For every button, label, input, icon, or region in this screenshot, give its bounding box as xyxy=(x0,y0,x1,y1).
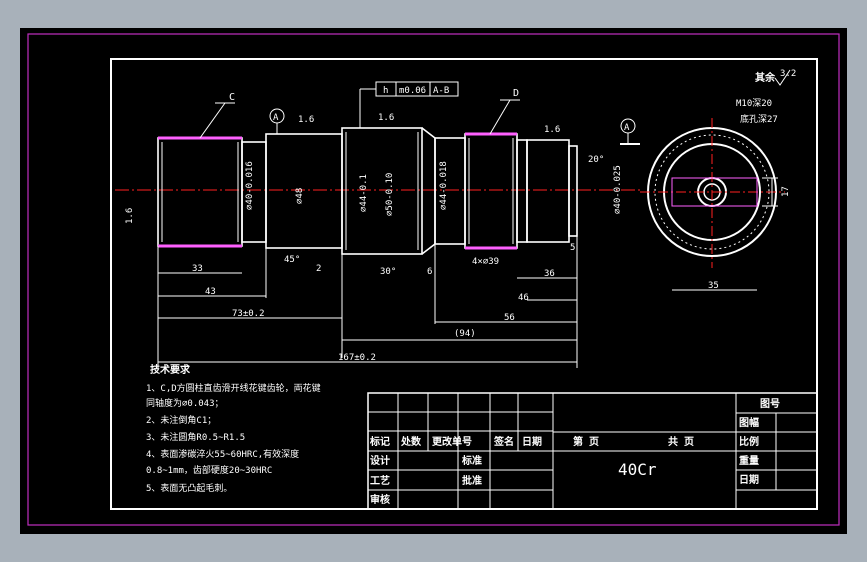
svg-text:⌀40-0.016: ⌀40-0.016 xyxy=(245,161,255,210)
svg-text:m0.06: m0.06 xyxy=(399,86,426,96)
svg-text:30°: 30° xyxy=(380,267,396,277)
svg-text:共 页: 共 页 xyxy=(668,435,694,448)
svg-text:比例: 比例 xyxy=(739,435,759,448)
svg-text:签名: 签名 xyxy=(493,435,514,448)
svg-text:73±0.2: 73±0.2 xyxy=(232,309,265,319)
roughness-3: 1.6 xyxy=(544,125,560,135)
svg-text:底孔深27: 底孔深27 xyxy=(740,113,778,125)
svg-text:⌀44-0.1: ⌀44-0.1 xyxy=(359,174,369,212)
svg-text:36: 36 xyxy=(544,269,555,279)
outer-frame xyxy=(27,33,840,526)
roughness-4: 1.6 xyxy=(125,208,135,224)
shaft-front-view xyxy=(157,127,578,255)
svg-text:标记: 标记 xyxy=(369,435,390,448)
svg-text:⌀50-0.10: ⌀50-0.10 xyxy=(385,173,395,216)
corner-roughness-label: 其余 xyxy=(755,71,776,84)
svg-text:图号: 图号 xyxy=(760,398,780,410)
svg-text:同轴度为⌀0.043；: 同轴度为⌀0.043； xyxy=(146,397,224,409)
svg-text:A-B: A-B xyxy=(433,86,449,96)
title-block xyxy=(367,392,818,510)
svg-text:h: h xyxy=(383,86,388,96)
svg-text:日期: 日期 xyxy=(739,473,759,486)
svg-text:6: 6 xyxy=(427,267,432,277)
callout-d: D xyxy=(513,88,519,99)
svg-text:设计: 设计 xyxy=(370,454,390,467)
svg-text:A: A xyxy=(273,113,279,123)
svg-text:5、表面无凸起毛刺。: 5、表面无凸起毛刺。 xyxy=(146,482,232,494)
corner-roughness-value: 3.2 xyxy=(780,69,796,79)
corner-roughness-symbol xyxy=(774,69,791,86)
svg-text:46: 46 xyxy=(518,293,529,303)
svg-text:4、表面渗碳淬火55~60HRC,有效深度: 4、表面渗碳淬火55~60HRC,有效深度 xyxy=(146,448,299,460)
svg-text:5: 5 xyxy=(570,243,575,253)
svg-text:批准: 批准 xyxy=(462,474,482,487)
svg-text:56: 56 xyxy=(504,313,515,323)
material-label: 40Cr xyxy=(618,460,657,479)
roughness-2: 1.6 xyxy=(378,113,394,123)
svg-text:⌀40-0.025: ⌀40-0.025 xyxy=(613,165,623,214)
svg-text:167±0.2: 167±0.2 xyxy=(338,353,376,363)
svg-text:0.8~1mm，齿部硬度20~30HRC: 0.8~1mm，齿部硬度20~30HRC xyxy=(146,464,272,476)
svg-text:17: 17 xyxy=(781,186,791,197)
svg-text:4×⌀39: 4×⌀39 xyxy=(472,257,499,267)
svg-text:33: 33 xyxy=(192,264,203,274)
engineering-drawing: 其余 3.2 C D A A xyxy=(27,33,840,526)
tolerance-frame: h m0.06 A-B xyxy=(359,81,459,128)
svg-text:2: 2 xyxy=(316,264,321,274)
svg-text:⌀44-0.018: ⌀44-0.018 xyxy=(439,161,449,210)
svg-text:第 页: 第 页 xyxy=(573,435,599,448)
svg-text:日期: 日期 xyxy=(522,435,542,448)
svg-text:35: 35 xyxy=(708,281,719,291)
svg-text:20°: 20° xyxy=(588,155,604,165)
svg-text:43: 43 xyxy=(205,287,216,297)
svg-text:⌀48: ⌀48 xyxy=(295,188,305,204)
svg-text:(94): (94) xyxy=(454,329,476,339)
svg-text:M10深20: M10深20 xyxy=(736,98,772,109)
svg-text:重量: 重量 xyxy=(739,454,759,467)
svg-text:45°: 45° xyxy=(284,255,300,265)
svg-text:处数: 处数 xyxy=(400,435,422,448)
shaft-side-view xyxy=(640,118,785,268)
tech-requirements: 技术要求 1、C,D方圆柱直齿滑开线花键齿轮，両花键 同轴度为⌀0.043； 2… xyxy=(146,363,321,494)
svg-text:2、未注倒角C1；: 2、未注倒角C1； xyxy=(146,414,216,426)
roughness-1: 1.6 xyxy=(298,115,314,125)
svg-text:更改单号: 更改单号 xyxy=(432,435,472,448)
svg-text:A: A xyxy=(624,123,630,133)
cad-viewport[interactable]: 其余 3.2 C D A A xyxy=(20,28,847,534)
svg-text:工艺: 工艺 xyxy=(370,474,390,487)
svg-text:图幅: 图幅 xyxy=(739,416,759,429)
svg-text:1、C,D方圆柱直齿滑开线花键齿轮，両花键: 1、C,D方圆柱直齿滑开线花键齿轮，両花键 xyxy=(146,382,321,394)
callout-c: C xyxy=(229,92,235,103)
svg-text:标准: 标准 xyxy=(461,454,482,467)
svg-text:技术要求: 技术要求 xyxy=(150,363,191,376)
svg-text:审核: 审核 xyxy=(370,493,390,506)
svg-text:3、未注圆角R0.5~R1.5: 3、未注圆角R0.5~R1.5 xyxy=(146,431,245,443)
